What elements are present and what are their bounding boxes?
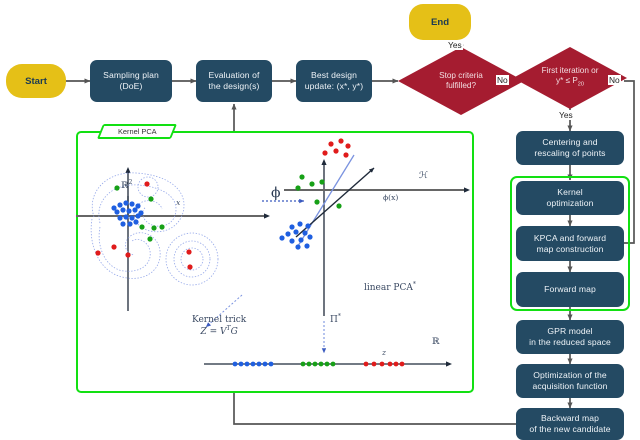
right-plot-points	[279, 138, 351, 250]
edge-label-yes-first: Yes	[558, 110, 574, 120]
kernel-optimization-node[interactable]: Kernel optimization	[516, 181, 624, 215]
edge-label-yes-end: Yes	[447, 40, 463, 50]
backward-map-line2: of the new candidate	[529, 424, 611, 434]
gpr-model-node[interactable]: GPR model in the reduced space	[516, 320, 624, 354]
gpr-model-line1: GPR model	[547, 326, 593, 336]
linear-pca-label: linear PCA*	[364, 281, 416, 293]
evaluation-line1: Evaluation of	[208, 70, 260, 80]
evaluation-node[interactable]: Evaluation of the design(s)	[196, 60, 272, 102]
kpca-forward-line1: KPCA and forward	[533, 232, 607, 243]
phi-x-label: ϕ(x)	[383, 193, 399, 202]
kernel-optimization-line1: Kernel	[557, 187, 583, 197]
centering-line1: Centering and	[542, 137, 598, 147]
stop-criteria-line2: fulfilled?	[445, 81, 477, 90]
kernel-pca-illustration	[76, 138, 470, 367]
acquisition-node[interactable]: Optimization of the acquisition function	[516, 364, 624, 398]
start-label: Start	[25, 75, 47, 87]
end-label: End	[430, 16, 450, 28]
kpca-forward-line2: map construction	[536, 243, 604, 254]
stop-criteria-line1: Stop criteria	[439, 70, 483, 80]
sampling-plan-line2: (DoE)	[119, 81, 143, 91]
kernel-optimization-line2: optimization	[546, 198, 594, 208]
sampling-plan-node[interactable]: Sampling plan (DoE)	[90, 60, 172, 102]
gpr-model-line2: in the reduced space	[529, 337, 611, 347]
kernel-pca-panel	[76, 131, 474, 393]
kernel-trick-formula: Z = VTG	[200, 325, 238, 337]
forward-map-line1: Forward map	[544, 284, 596, 294]
evaluation-line2: the design(s)	[208, 81, 260, 91]
start-node[interactable]: Start	[6, 64, 66, 98]
right-plot-axes	[284, 159, 470, 316]
kernel-trick-line1: Kernel trick	[192, 315, 247, 325]
best-design-line1: Best design	[310, 70, 357, 80]
centering-node[interactable]: Centering and rescaling of points	[516, 131, 624, 165]
centering-line2: rescaling of points	[534, 148, 606, 158]
left-plot-contours	[90, 172, 219, 286]
backward-map-line1: Backward map	[540, 413, 600, 423]
projection-label: Π*	[330, 313, 341, 325]
best-design-node[interactable]: Best design update: (x*, y*)	[296, 60, 372, 102]
reduced-line-points	[232, 361, 405, 367]
edge-label-no-first: No	[608, 75, 621, 85]
point-x-label: x	[176, 198, 181, 207]
end-node[interactable]: End	[409, 4, 471, 40]
acquisition-line1: Optimization of the	[533, 370, 607, 380]
input-space-label: ℝ2	[121, 179, 133, 191]
right-plot-blue-line	[297, 154, 355, 247]
edge-label-no-stop: No	[496, 75, 509, 85]
kpca-forward-node[interactable]: KPCA and forward map construction	[516, 226, 624, 261]
p20-subscript: 20	[577, 81, 584, 88]
left-plot-axes	[76, 167, 270, 311]
left-plot-points	[95, 181, 193, 270]
phi-symbol-label: ϕ	[271, 185, 281, 201]
feature-space-label: ℋ	[419, 171, 428, 181]
acquisition-line2: acquisition function	[532, 381, 608, 391]
first-iteration-line2: y* ≤ P20	[556, 76, 584, 88]
best-design-line2: update: (x*, y*)	[304, 81, 364, 91]
sampling-plan-line1: Sampling plan	[103, 70, 159, 80]
kernel-trick-label: Kernel trick Z = VTG	[192, 315, 246, 337]
reduced-space-label: ℝ	[432, 337, 440, 347]
kernel-trick-arrow	[205, 294, 243, 328]
first-iteration-line1: First iteration or	[541, 65, 599, 75]
point-z-label: z	[382, 348, 387, 357]
backward-map-node[interactable]: Backward map of the new candidate	[516, 408, 624, 440]
forward-map-node[interactable]: Forward map	[516, 272, 624, 307]
